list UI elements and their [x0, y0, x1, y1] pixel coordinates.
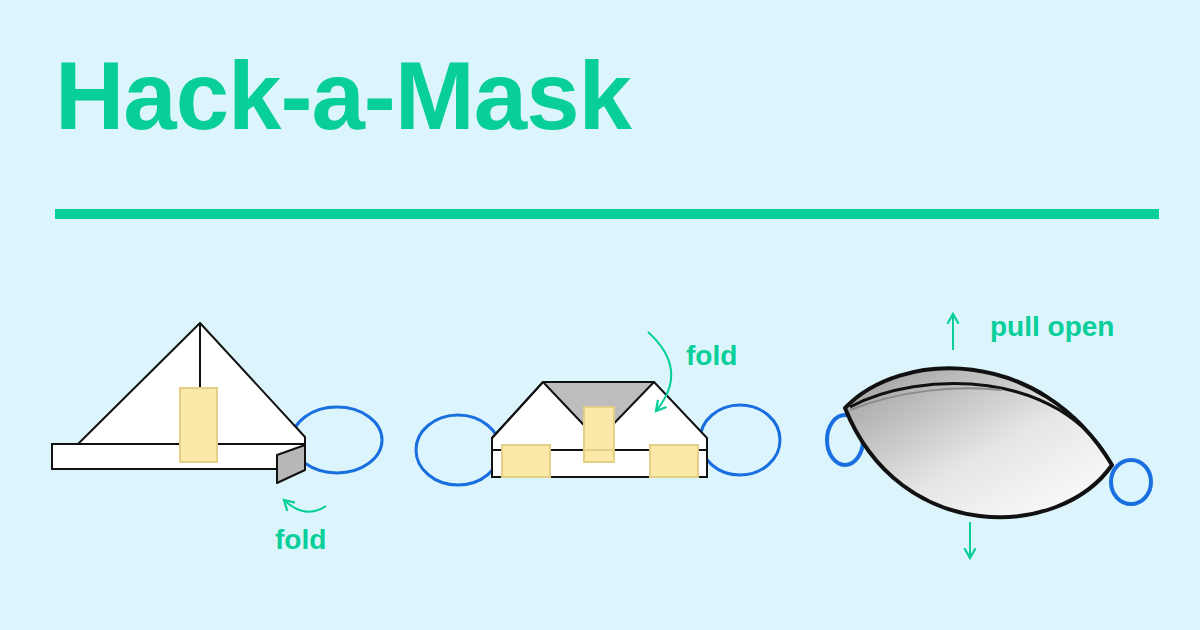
step-label: fold	[275, 526, 326, 554]
step-label: fold	[686, 342, 737, 370]
step-label: pull open	[990, 313, 1114, 341]
divider-bar	[55, 209, 1159, 219]
step-two-figure	[416, 332, 780, 485]
step-three-figure	[827, 314, 1151, 558]
step-one-figure	[52, 323, 382, 512]
page-title: Hack-a-Mask	[55, 48, 631, 144]
